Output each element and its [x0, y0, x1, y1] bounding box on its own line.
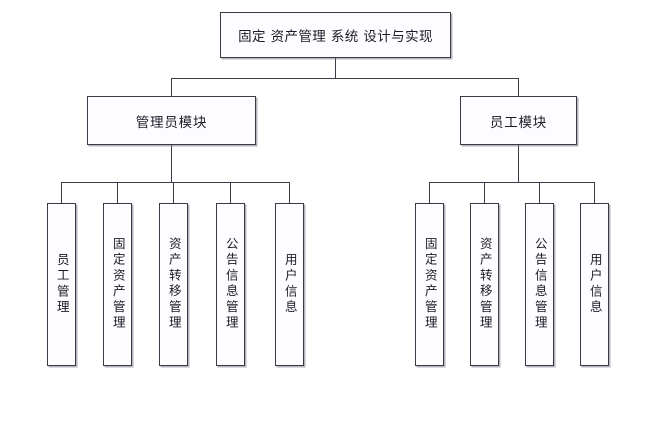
- connector-staff-bus: [429, 182, 594, 184]
- connector-staff-leaf-2: [484, 182, 486, 203]
- node-module-staff[interactable]: 员工模块: [460, 96, 577, 145]
- node-leaf-admin-3-label: 资产转移管理: [166, 237, 182, 332]
- node-leaf-staff-1-label: 固定资产管理: [422, 237, 438, 332]
- node-leaf-admin-2[interactable]: 固定资产管理: [103, 203, 132, 366]
- node-leaf-admin-1[interactable]: 员工管理: [47, 203, 76, 366]
- node-leaf-admin-1-label: 员工管理: [54, 253, 70, 316]
- connector-admin-leaf-4: [230, 182, 232, 203]
- node-leaf-admin-2-label: 固定资产管理: [110, 237, 126, 332]
- connector-admin-leaf-2: [117, 182, 119, 203]
- node-leaf-staff-1[interactable]: 固定资产管理: [415, 203, 444, 366]
- connector-admin-bus: [61, 182, 290, 184]
- node-leaf-admin-3[interactable]: 资产转移管理: [159, 203, 188, 366]
- connector-admin-stem: [171, 145, 173, 182]
- connector-staff-stem: [518, 145, 520, 182]
- node-leaf-staff-2[interactable]: 资产转移管理: [470, 203, 499, 366]
- node-leaf-staff-3[interactable]: 公告信息管理: [525, 203, 554, 366]
- node-root-system-title[interactable]: 固定 资产管理 系统 设计与实现: [220, 12, 451, 58]
- connector-root-stem: [335, 58, 337, 79]
- node-leaf-admin-5-label: 用户信息: [282, 253, 298, 316]
- node-leaf-admin-4-label: 公告信息管理: [223, 237, 239, 332]
- node-module-admin[interactable]: 管理员模块: [87, 96, 256, 145]
- connector-staff-leaf-1: [429, 182, 431, 203]
- connector-staff-leaf-3: [539, 182, 541, 203]
- connector-staff-leaf-4: [594, 182, 596, 203]
- connector-to-staff-module: [518, 78, 520, 97]
- connector-admin-leaf-1: [61, 182, 63, 203]
- node-leaf-staff-4-label: 用户信息: [587, 253, 603, 316]
- node-root-label: 固定 资产管理 系统 设计与实现: [238, 29, 433, 45]
- connector-admin-leaf-3: [173, 182, 175, 203]
- node-module-staff-label: 员工模块: [489, 114, 548, 131]
- connector-to-admin-module: [171, 78, 173, 97]
- node-leaf-admin-5[interactable]: 用户信息: [275, 203, 304, 366]
- node-leaf-staff-3-label: 公告信息管理: [532, 237, 548, 332]
- connector-admin-leaf-5: [289, 182, 291, 203]
- connector-root-bus: [171, 78, 519, 80]
- node-leaf-staff-4[interactable]: 用户信息: [580, 203, 609, 366]
- node-leaf-staff-2-label: 资产转移管理: [477, 237, 493, 332]
- node-leaf-admin-4[interactable]: 公告信息管理: [216, 203, 245, 366]
- node-module-admin-label: 管理员模块: [135, 114, 208, 131]
